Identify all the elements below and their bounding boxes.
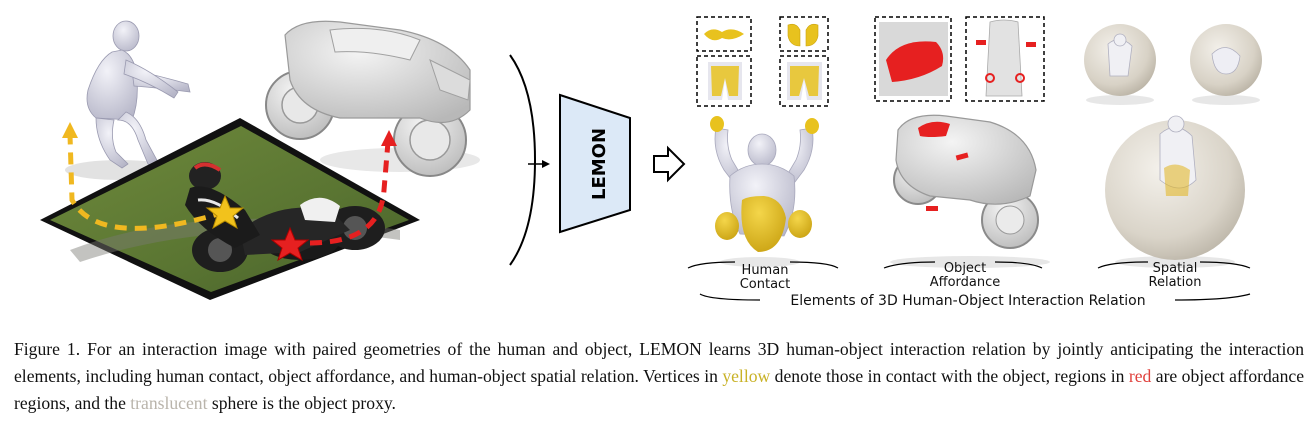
object-affordance-group: Object Affordance (874, 16, 1050, 290)
object-affordance-label-line2: Affordance (930, 275, 1001, 290)
input-motorcycle-mesh (265, 20, 480, 177)
lemon-label: LEMON (589, 128, 610, 200)
caption-word-yellow: yellow (722, 366, 771, 386)
lemon-model-box: LEMON (559, 93, 631, 234)
caption-middle2: are object affordance regions, and the (14, 366, 1305, 413)
affordance-arrow-red (289, 141, 391, 246)
elements-title: Elements of 3D Human-Object Interaction … (790, 293, 1145, 309)
caption-suffix: sphere is the object proxy. (207, 393, 396, 413)
output-arrow (653, 145, 686, 183)
spatial-relation-label-line2: Relation (1149, 275, 1202, 290)
human-contact-group: Human Contact (687, 16, 839, 292)
spatial-relation-label-line1: Spatial (1153, 261, 1198, 276)
left-bracket (509, 54, 537, 266)
spatial-relation-group: Spatial Relation (1084, 24, 1262, 290)
object-affordance-label-line1: Object (944, 261, 986, 276)
input-panel (40, 20, 480, 300)
human-contact-label-line1: Human (742, 263, 789, 278)
figure-1: LEMON Human (40, 16, 1262, 309)
input-human-mesh (86, 20, 191, 169)
contact-arrow-yellow (67, 134, 226, 231)
elements-brace: Elements of 3D Human-Object Interaction … (699, 293, 1251, 309)
caption-word-red: red (1128, 366, 1152, 386)
input-arrow (528, 160, 550, 168)
contact-star (205, 194, 245, 230)
figure-caption: Figure 1. For an interaction image with … (14, 336, 1304, 417)
caption-middle1: denote those in contact with the object,… (770, 366, 1129, 386)
affordance-star (270, 226, 310, 262)
human-contact-label-line2: Contact (740, 277, 791, 292)
caption-word-translucent: translucent (130, 393, 208, 413)
caption-prefix: Figure 1. For an interaction image with … (14, 339, 1304, 386)
